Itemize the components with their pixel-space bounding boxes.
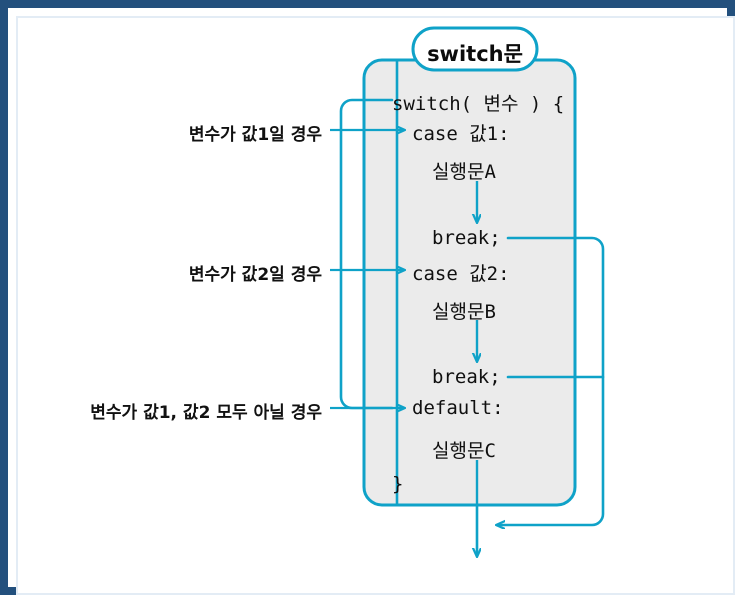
diagram-title: switch문	[427, 42, 523, 66]
branch-label-case1: 변수가 값1일 경우	[188, 125, 322, 145]
code-line-default: default:	[412, 397, 504, 419]
title-bubble	[411, 26, 539, 72]
code-line-close-brace: }	[392, 473, 404, 495]
code-line-break1: break;	[432, 227, 501, 249]
branch-label-default: 변수가 값1, 값2 모두 아닐 경우	[90, 403, 322, 423]
code-line-stmt-b: 실행문B	[432, 301, 496, 323]
branch-label-case2: 변수가 값2일 경우	[188, 265, 322, 285]
code-line-stmt-a: 실행문A	[432, 161, 496, 183]
code-line-case2: case 값2:	[412, 263, 510, 285]
code-line-break2: break;	[432, 366, 501, 388]
code-line-switch-header: switch( 변수 ) {	[392, 93, 565, 115]
break1-exit-path	[497, 236, 605, 525]
code-line-stmt-c: 실행문C	[432, 440, 496, 462]
code-line-case1: case 값1:	[412, 123, 510, 145]
